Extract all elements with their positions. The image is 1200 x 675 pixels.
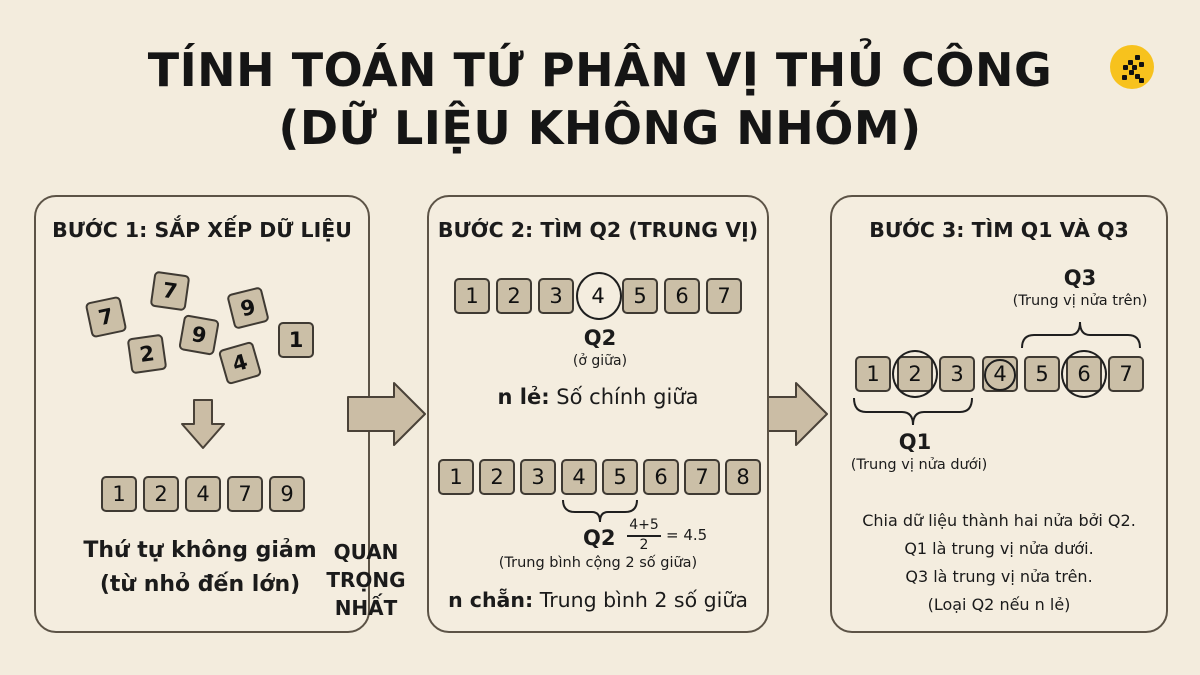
even-note: (Trung bình cộng 2 số giữa) (498, 555, 698, 571)
q3-circle (1061, 350, 1107, 398)
step3-desc-line: Q1 là trung vị nửa dưới. (904, 539, 1094, 558)
q2-label: Q2 (583, 326, 617, 350)
step2-heading: BƯỚC 2: TÌM Q2 (TRUNG VỊ) (437, 218, 759, 242)
page-title: TÍNH TOÁN TỨ PHÂN VỊ THỦ CÔNG (147, 43, 1053, 97)
step1-heading: BƯỚC 1: SẮP XẾP DỮ LIỆU (52, 218, 352, 242)
sorted-value: 2 (143, 476, 179, 512)
q1-circle (892, 350, 938, 398)
even-value: 7 (684, 459, 720, 495)
even-rule-label: n chẵn: (448, 588, 534, 612)
step3-value: 1 (855, 356, 891, 392)
even-rule-text: Trung bình 2 số giữa (539, 588, 748, 612)
emphasis-label: QUAN TRỌNG NHẤT (318, 538, 414, 622)
fraction-result: = 4.5 (666, 526, 708, 544)
running-man-icon (1122, 55, 1144, 83)
odd-value: 7 (706, 278, 742, 314)
sorted-value: 7 (227, 476, 263, 512)
sorted-value: 1 (101, 476, 137, 512)
even-value: 1 (438, 459, 474, 495)
even-rule: n chẵn: Trung bình 2 số giữa (427, 588, 769, 612)
even-value: 6 (643, 459, 679, 495)
median-circle (576, 272, 622, 320)
sort-caption: Thứ tự không giảm (83, 538, 317, 563)
emphasis-line: QUAN (333, 540, 399, 564)
scattered-tile: 1 (278, 322, 314, 358)
brand-logo (1110, 45, 1154, 89)
arrow-step1-to-step2 (347, 382, 426, 446)
upper-half-brace (1021, 321, 1141, 349)
odd-rule-label: n lẻ: (497, 385, 550, 409)
odd-value: 1 (454, 278, 490, 314)
even-value: 3 (520, 459, 556, 495)
step3-desc-line: Q3 là trung vị nửa trên. (905, 567, 1093, 586)
even-middle-value: 4 (561, 459, 597, 495)
odd-value: 5 (622, 278, 658, 314)
page-subtitle: (DỮ LIỆU KHÔNG NHÓM) (278, 101, 922, 155)
step3-panel (830, 195, 1168, 633)
step3-desc-line: (Loại Q2 nếu n lẻ) (927, 595, 1071, 614)
sorted-value: 4 (185, 476, 221, 512)
q3-label: Q3 (1063, 266, 1097, 290)
q2-note: (ở giữa) (572, 353, 628, 369)
q1-note: (Trung vị nửa dưới) (850, 457, 988, 473)
sort-caption-detail: (từ nhỏ đến lớn) (99, 572, 301, 597)
step3-value: 5 (1024, 356, 1060, 392)
q2-small-circle (984, 359, 1016, 391)
step2-panel (427, 195, 769, 633)
fraction-bar (627, 535, 661, 537)
lower-half-brace (853, 397, 973, 426)
sorted-value: 9 (269, 476, 305, 512)
step3-heading: BƯỚC 3: TÌM Q1 VÀ Q3 (869, 218, 1129, 242)
odd-rule-text: Số chính giữa (556, 385, 699, 409)
step3-desc-line: Chia dữ liệu thành hai nửa bởi Q2. (862, 511, 1136, 530)
emphasis-line: NHẤT (334, 596, 398, 620)
step3-value: 7 (1108, 356, 1144, 392)
step3-value: 3 (939, 356, 975, 392)
fraction-denominator: 2 (639, 537, 649, 553)
q1-label: Q1 (898, 430, 932, 454)
even-q2-label: Q2 (583, 526, 616, 550)
odd-value: 2 (496, 278, 532, 314)
even-value: 8 (725, 459, 761, 495)
q3-note: (Trung vị nửa trên) (1012, 293, 1148, 309)
even-middle-value: 5 (602, 459, 638, 495)
odd-rule: n lẻ: Số chính giữa (427, 385, 769, 409)
odd-value: 3 (538, 278, 574, 314)
fraction-numerator: 4+5 (629, 517, 659, 533)
odd-value: 6 (664, 278, 700, 314)
even-value: 2 (479, 459, 515, 495)
emphasis-line: TRỌNG (326, 568, 406, 592)
